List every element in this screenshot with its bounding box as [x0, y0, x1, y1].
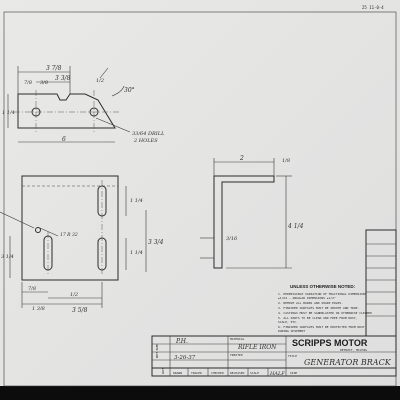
- corner-code: 25 11-0-4: [362, 5, 384, 10]
- footer-traced: TRACED: [191, 371, 202, 375]
- footer-size: SIZE: [290, 371, 297, 375]
- general-notes: UNLESS OTHERWISE NOTED: 1. PERMISSIBLE V…: [278, 284, 372, 333]
- title-block: [151, 335, 397, 377]
- drawn-date: 3-26-37: [174, 355, 196, 361]
- footer-scale-value: HALF: [269, 371, 285, 377]
- dim-bottom-width: 1 3/8: [32, 306, 45, 312]
- dim-thickness: 1/8: [282, 158, 290, 164]
- notes-heading: UNLESS OTHERWISE NOTED:: [290, 284, 356, 289]
- footer-scale: SCALE: [250, 371, 259, 375]
- dim-slot-mid: 1 1/4: [130, 250, 143, 256]
- footer-checked: CHECKED: [211, 371, 224, 375]
- company-city: DETROIT, MICHIG: [340, 348, 367, 352]
- drill-note-1: 33/64 DRILL: [132, 131, 165, 137]
- drill-note-2: 2 HOLES: [133, 138, 158, 144]
- note-line: 6. FINISHED SURFACES MUST BE PROTECTED F…: [278, 325, 365, 329]
- dim-bottom-length: 6: [62, 136, 66, 143]
- border-frame: [3, 11, 397, 387]
- note-line: 3. FINISHED SURFACES MUST BE SMOOTH AND …: [278, 306, 359, 310]
- bottom-strip: [0, 386, 400, 400]
- dim-side-height: 4 1/4: [287, 223, 304, 230]
- material-label: MATERIAL: [230, 337, 245, 341]
- dim-notch: 1/2: [96, 78, 104, 84]
- dim-slot-offset: 3/8: [40, 80, 48, 86]
- title-label: TITLE: [288, 354, 297, 358]
- drawing-title: GENERATOR BRACK: [304, 358, 392, 367]
- dim-overall-top: 3 7/8: [46, 65, 62, 72]
- treated-label: TREATED: [230, 353, 243, 357]
- dim-inner-span: 3 3/8: [55, 75, 71, 82]
- side-label-note: NOTE NAME: [155, 344, 159, 358]
- note-line: 1. PERMISSIBLE VARIATION OF FRACTIONAL D…: [278, 292, 367, 296]
- dim-left-height: 3 1/4: [1, 254, 14, 260]
- dim-slot-top: 1 1/4: [130, 198, 143, 204]
- dim-bottom-mid: 1/2: [70, 292, 78, 298]
- dim-left-edge: 7/8: [24, 80, 32, 86]
- dim-slot-radius: 17 R 32: [60, 232, 78, 238]
- dim-bottom-thk: 3/16: [226, 236, 238, 242]
- dim-bottom-total: 3 5/8: [72, 307, 88, 314]
- dim-bottom-left: 7/8: [28, 286, 36, 292]
- note-line: ±1/64 — ANGULAR DIMENSIONS ±1/2°: [278, 296, 336, 300]
- drawn-by: P.H.: [175, 338, 188, 345]
- note-line: 4. CASTINGS MUST BE SANDBLASTED OR OTHER…: [278, 311, 372, 315]
- note-line: 2. REMOVE ALL BURRS AND SHARP EDGES.: [278, 301, 343, 305]
- footer-released: RELEASED: [230, 371, 245, 375]
- footer-drawn: DRAWN: [173, 371, 182, 375]
- front-view: [0, 175, 147, 308]
- side-label-date: DATE: [161, 367, 165, 374]
- material-value: RIFLE IRON: [237, 344, 277, 351]
- note-line: DURING SHIPMENT: [278, 329, 305, 333]
- dim-slot-height: 3 3/4: [148, 239, 164, 246]
- note-line: SCALE, ETC.: [278, 320, 298, 324]
- side-view: [200, 158, 292, 269]
- dim-height-left: 1 1/4: [2, 110, 15, 116]
- dim-bend-angle: 30°: [124, 87, 135, 94]
- note-line: 5. ALL PARTS TO BE CLEAN AND FREE FROM R…: [278, 316, 358, 320]
- company-name: SCRIPPS MOTOR: [292, 338, 368, 348]
- dim-flange: 2: [239, 155, 244, 162]
- top-view: [7, 66, 131, 143]
